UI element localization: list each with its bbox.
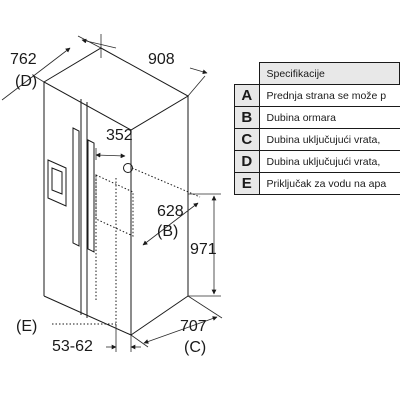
top-depth-ref: (D) [15, 73, 37, 90]
spec-key: D [234, 150, 260, 173]
spec-row: D Dubina uključujući vrata, [234, 150, 400, 173]
water-connection-dimension: (E) 53-62 [16, 318, 141, 355]
door-offset-dimension: 352 [95, 127, 133, 160]
spec-text: Dubina uključujući vrata, [258, 150, 400, 173]
spec-header: Specifikacije [258, 62, 400, 85]
spec-key: B [234, 106, 260, 129]
spec-row: C Dubina uključujući vrata, [234, 128, 400, 151]
height-value: 971 [190, 241, 217, 258]
spec-key: E [234, 172, 260, 195]
spec-header-row: Specifikacije [234, 62, 400, 85]
dispenser [47, 159, 67, 207]
water-connection-ref: (E) [16, 318, 37, 335]
top-depth-value: 762 [10, 51, 37, 68]
spec-text: Dubina ormara [258, 106, 400, 129]
height-dimension: 971 [188, 193, 221, 297]
spec-key: A [234, 84, 260, 107]
water-offset-value: 53-62 [52, 338, 93, 355]
spec-text: Prednja strana se može p [258, 84, 400, 107]
spec-row: E Priključak za vodu na apa [234, 172, 400, 195]
spec-header-spacer [234, 62, 260, 85]
door-handles [72, 127, 95, 253]
side-depth-ref: (B) [157, 223, 178, 240]
spec-row: B Dubina ormara [234, 106, 400, 129]
spec-row: A Prednja strana se može p [234, 84, 400, 107]
bottom-depth-ref: (C) [184, 339, 206, 356]
side-depth-dimension: 628 (B) [131, 167, 201, 246]
width-dimension: 908 [81, 34, 208, 97]
door-offset-value: 352 [106, 127, 133, 144]
side-depth-value: 628 [157, 203, 184, 220]
width-value: 908 [148, 51, 175, 68]
bottom-depth-value: 707 [180, 318, 207, 335]
spec-text: Dubina uključujući vrata, [258, 128, 400, 151]
bottom-depth-dimension: 707 (C) [130, 295, 223, 356]
top-depth-dimension: 762 (D) [1, 35, 102, 101]
spec-text: Priključak za vodu na apa [258, 172, 400, 195]
specification-table: Specifikacije A Prednja strana se može p… [234, 62, 400, 195]
spec-key: C [234, 128, 260, 151]
water-connection-outline [95, 163, 134, 326]
